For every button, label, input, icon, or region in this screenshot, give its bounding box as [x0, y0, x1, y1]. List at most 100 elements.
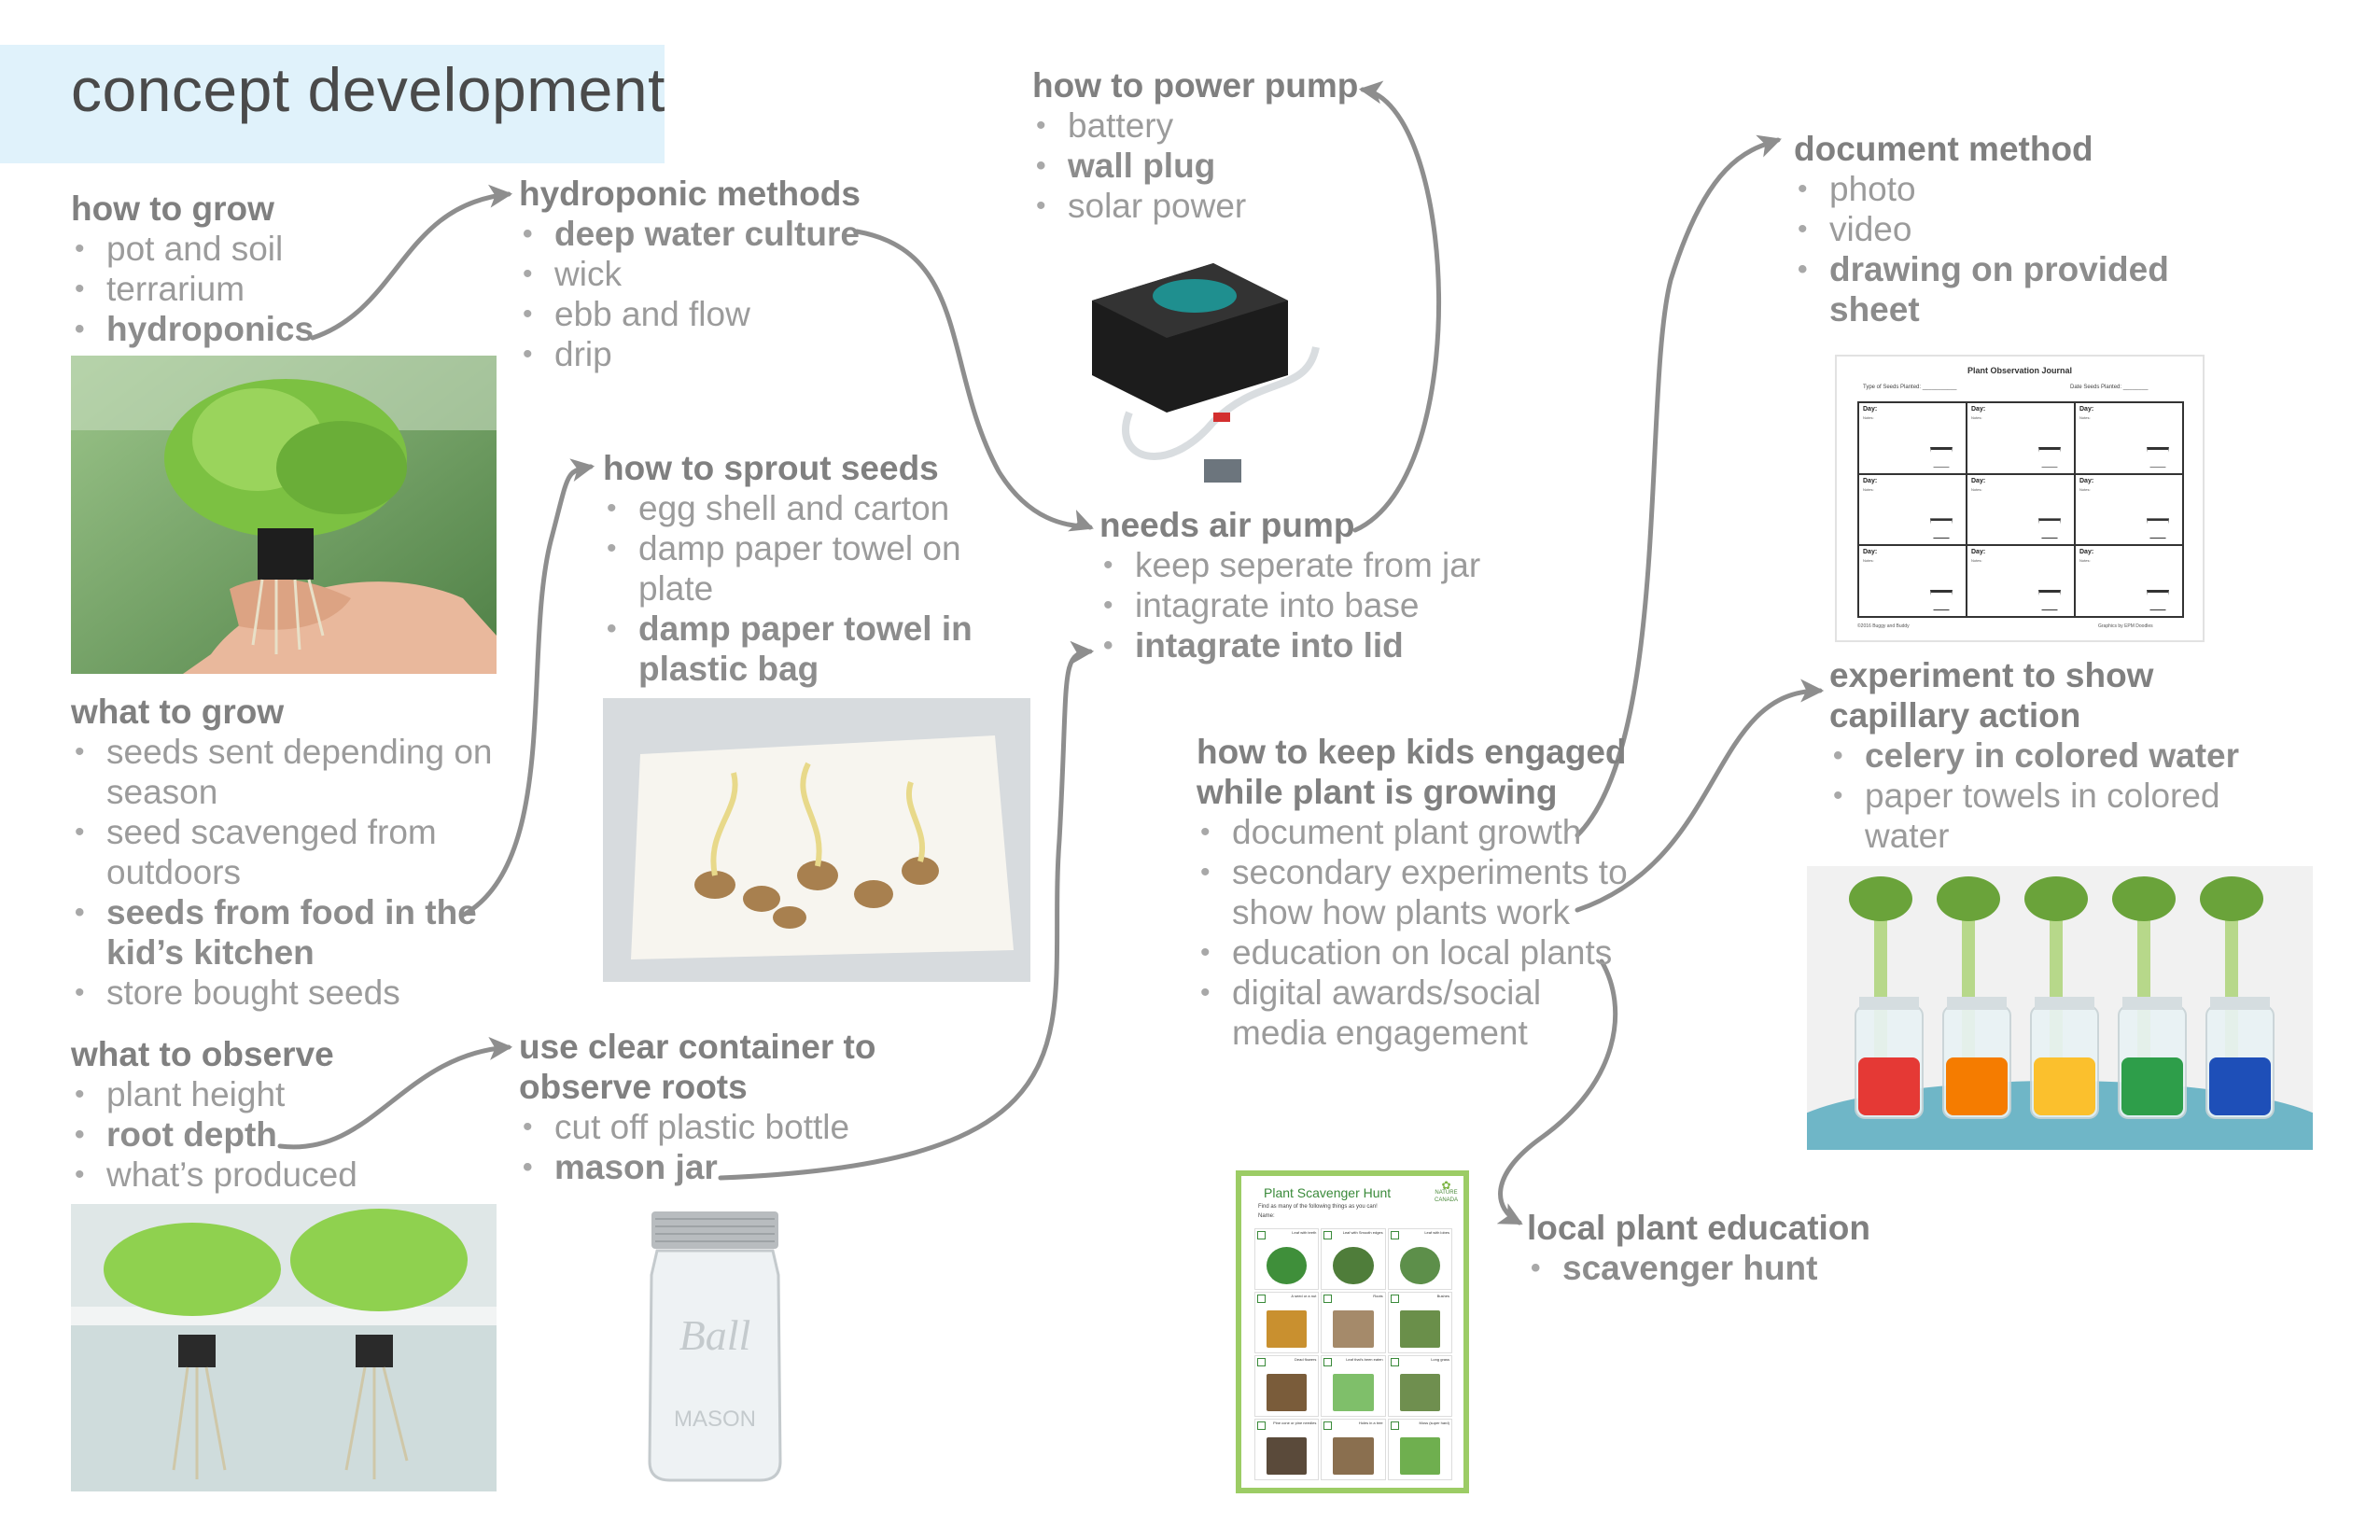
journal-day-label: Day: [1971, 406, 1986, 413]
scavenger-item: Roots [1321, 1292, 1386, 1353]
flower-pot-icon [1930, 518, 1953, 539]
journal-day-label: Day: [1863, 549, 1878, 556]
journal-notes-label: Notes: [1863, 415, 1874, 420]
list-item-text: intagrate into base [1135, 586, 1420, 624]
lettuce-hands-photo [71, 356, 497, 674]
scavenger-title: Plant Scavenger Hunt [1264, 1185, 1392, 1200]
celery-jar [1937, 876, 2011, 1119]
arrow-mason-jar-to-air-pump [718, 640, 1095, 1181]
bullet-list: keep seperate from jarintagrate into bas… [1099, 545, 1480, 665]
bullet-list: seeds sent depending onseasonseed scaven… [71, 732, 493, 1013]
scavenger-item-picture [1267, 1437, 1308, 1475]
journal-cell: Day: Notes: [1858, 545, 1967, 617]
list-item: battery [1032, 105, 1358, 146]
section-heading: hydroponic methods [519, 175, 861, 213]
list-item-text: mason jar [554, 1148, 718, 1186]
scavenger-item: Pine cone or pine needles [1254, 1419, 1320, 1480]
scavenger-item: Moss (super hard) [1387, 1419, 1452, 1480]
scavenger-item: Bushes [1387, 1292, 1452, 1353]
scavenger-item: Leaf that's been eaten [1321, 1355, 1386, 1417]
scavenger-item-picture [1333, 1247, 1374, 1284]
list-item-text: digital awards/social [1232, 973, 1542, 1012]
list-item-text: secondary experiments to [1232, 853, 1628, 891]
leaf-icon: ✿ [1441, 1179, 1451, 1192]
list-item-text: what’s produced [106, 1155, 357, 1194]
scavenger-item-label: Long grass [1431, 1357, 1449, 1362]
section-heading: how to power pump [1032, 66, 1359, 105]
list-item-text: battery [1068, 106, 1174, 145]
scavenger-item-picture [1399, 1437, 1440, 1475]
arrow-document-to-method [1575, 134, 1782, 838]
list-item-text: plate [638, 569, 714, 608]
list-item-text: solar power [1068, 187, 1247, 225]
scavenger-item-picture [1333, 1374, 1374, 1411]
list-item-text: education on local plants [1232, 933, 1613, 972]
list-item-text: plastic bag [638, 650, 819, 688]
checkbox-icon [1390, 1358, 1399, 1366]
list-item: plant height [71, 1074, 357, 1114]
arrow-kitchen-seeds-to-sprout [461, 458, 595, 917]
list-item: drip [519, 334, 861, 374]
logo-bottom: CANADA [1434, 1197, 1458, 1203]
section-heading: what to grow [71, 693, 285, 731]
list-item-text: drawing on provided [1829, 250, 2169, 288]
list-item-text: outdoors [106, 853, 241, 891]
list-item-text: video [1829, 210, 1912, 248]
plant-observation-journal: Plant Observation Journal Type of Seeds … [1835, 355, 2205, 642]
list-item-text: show how plants work [1232, 893, 1570, 931]
list-item-text: wick [554, 255, 622, 293]
list-item: what’s produced [71, 1155, 357, 1195]
journal-cell: Day:Notes: [2075, 545, 2183, 617]
journal-notes-label: Notes: [1971, 558, 1982, 564]
section-needs-air-pump: needs air pumpkeep seperate from jarinta… [1099, 505, 1480, 665]
celery-capillary-photo [1807, 866, 2313, 1150]
list-item: intagrate into base [1099, 585, 1480, 625]
list-item: video [1794, 209, 2169, 249]
flower-pot-icon [2038, 446, 2061, 468]
list-item: terrarium [71, 269, 314, 309]
list-item-text: deep water culture [554, 215, 860, 253]
scavenger-item-label: Roots [1373, 1294, 1383, 1298]
section-what-to-grow: what to growseeds sent depending onseaso… [71, 692, 493, 1013]
journal-notes-label: Notes: [2079, 558, 2091, 564]
jar-brand: Ball [679, 1311, 751, 1359]
list-item-text: seed scavenged from [106, 813, 437, 851]
list-item-text: document plant growth [1232, 813, 1582, 851]
journal-cell: Day:Notes: [2075, 473, 2183, 546]
scavenger-item-label: Leaf with Smooth edges [1342, 1230, 1383, 1235]
list-item: cut off plastic bottle [519, 1107, 875, 1147]
list-item-text: wall plug [1068, 147, 1216, 185]
list-item: egg shell and carton [603, 488, 973, 528]
journal-notes-label: Notes: [1863, 558, 1874, 564]
section-heading: how to sprout seeds [603, 449, 939, 487]
list-item-text: store bought seeds [106, 973, 400, 1012]
flower-pot-icon [1930, 446, 1953, 468]
scavenger-item-label: Leaf that's been eaten [1346, 1357, 1383, 1362]
checkbox-icon [1323, 1358, 1333, 1366]
scavenger-item-picture [1267, 1310, 1308, 1348]
list-item-text: paper towels in colored [1865, 777, 2220, 815]
section-heading: how to grow [71, 189, 274, 228]
journal-day-label: Day: [2079, 477, 2094, 484]
list-item-text: hydroponics [106, 310, 315, 348]
journal-field-left: Type of Seeds Planted: ___________ [1863, 385, 1957, 390]
flower-pot-icon [2147, 518, 2169, 539]
scavenger-item: Long grass [1387, 1355, 1452, 1417]
bullet-list: pot and soilterrariumhydroponics [71, 229, 314, 349]
bullet-list: document plant growthsecondary experimen… [1197, 812, 1628, 1053]
bullet-list: batterywall plugsolar power [1032, 105, 1358, 226]
list-item: celery in colored water [1829, 735, 2239, 776]
scavenger-item-picture [1399, 1374, 1440, 1411]
list-item: photo [1794, 169, 2169, 209]
section-hydroponic-methods: hydroponic methodsdeep water culturewick… [519, 174, 861, 374]
flower-pot-icon [2038, 589, 2061, 610]
journal-day-label: Day: [2079, 406, 2094, 413]
jar-label: MASON [674, 1407, 756, 1432]
list-item: deep water culture [519, 214, 861, 254]
heading-line: how to keep kids engaged [1197, 733, 1627, 771]
journal-cell: Day:Notes: [2075, 402, 2183, 474]
